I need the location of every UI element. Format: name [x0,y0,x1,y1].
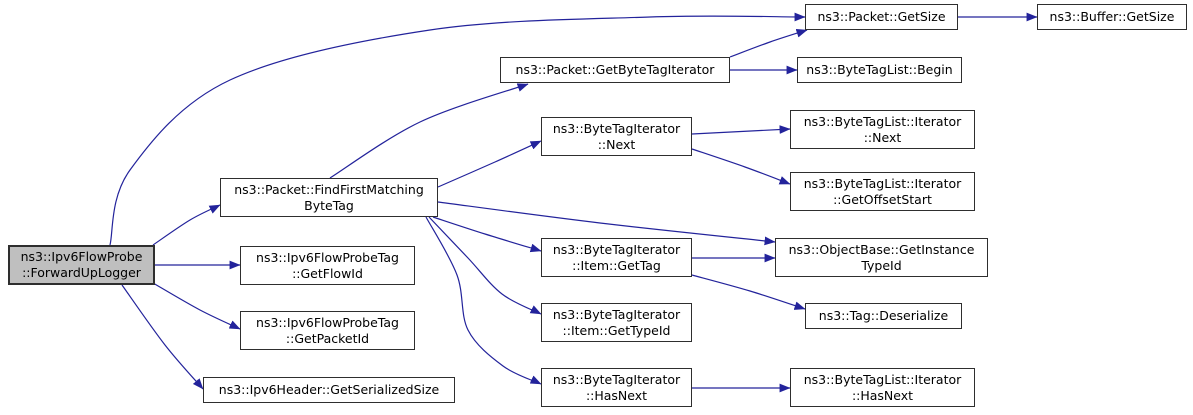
graph-node-label: ns3::Ipv6Header::GetSerializedSize [218,382,440,398]
edge-packet-getbytetagiterator-to-packet-getsize [729,29,808,58]
graph-node-label: ns3::ByteTagList::Iterator [803,175,962,191]
edge-bytetagiterator-next-to-bytetaglist-iterator-getoffsetstart [691,148,791,185]
graph-node-bytetagiterator-item-gettypeid[interactable]: ns3::ByteTagIterator::Item::GetTypeId [541,303,692,342]
graph-node-bytetagiterator-item-gettag[interactable]: ns3::ByteTagIterator::Item::GetTag [541,238,692,277]
graph-node-bytetagiterator-next[interactable]: ns3::ByteTagIterator::Next [541,117,692,156]
graph-node-label: ns3::ByteTagIterator [552,120,681,136]
graph-node-label: ns3::ByteTagList::Begin [806,62,953,78]
graph-node-bytetaglist-iterator-getoffsetstart[interactable]: ns3::ByteTagList::Iterator::GetOffsetSta… [790,172,975,211]
graph-node-tag-deserialize[interactable]: ns3::Tag::Deserialize [805,303,962,329]
graph-node-label: ns3::ByteTagIterator [552,371,681,387]
edge-bytetagiterator-item-gettag-to-tag-deserialize [691,274,806,310]
edge-packet-findfirstmatchingbytetag-to-bytetagiterator-item-gettag [432,216,542,253]
edge-ipv6flowprobe-forwarduplogger-to-ipv6flowprobetag-getpacketid [152,282,241,330]
graph-node-label: ns3::Packet::GetByteTagIterator [515,62,715,78]
graph-node-label: ns3::Ipv6FlowProbeTag [256,249,399,265]
graph-node-label: ns3::Ipv6FlowProbeTag [256,314,399,330]
graph-node-packet-getbytetagiterator[interactable]: ns3::Packet::GetByteTagIterator [500,57,730,83]
graph-node-ipv6header-getserializedsize[interactable]: ns3::Ipv6Header::GetSerializedSize [203,377,455,403]
graph-node-label: ns3::ByteTagList::Iterator [803,371,962,387]
edge-packet-findfirstmatchingbytetag-to-bytetagiterator-item-gettypeid [428,216,542,315]
graph-node-bytetagiterator-hasnext[interactable]: ns3::ByteTagIterator::HasNext [541,368,692,407]
edge-packet-findfirstmatchingbytetag-to-bytetagiterator-next [437,140,542,188]
graph-node-packet-getsize[interactable]: ns3::Packet::GetSize [805,4,958,30]
graph-node-bytetaglist-begin[interactable]: ns3::ByteTagList::Begin [797,57,962,83]
graph-node-label: ::GetPacketId [285,330,370,346]
graph-node-bytetaglist-iterator-hasnext[interactable]: ns3::ByteTagList::Iterator::HasNext [790,368,975,407]
graph-node-buffer-getsize[interactable]: ns3::Buffer::GetSize [1037,4,1187,30]
graph-node-label: TypeId [861,257,902,273]
edge-ipv6flowprobe-forwarduplogger-to-packet-findfirstmatchingbytetag [152,204,221,246]
graph-node-label: ns3::ByteTagIterator [552,241,681,257]
edge-packet-findfirstmatchingbytetag-to-packet-getbytetagiterator [329,83,529,179]
graph-node-label: ns3::ObjectBase::GetInstance [788,241,975,257]
edge-ipv6flowprobe-forwarduplogger-to-ipv6header-getserializedsize [121,284,204,390]
graph-node-label: ns3::Packet::GetSize [817,9,946,25]
graph-node-label: ns3::Packet::FindFirstMatching [234,181,424,197]
graph-node-ipv6flowprobetag-getflowid[interactable]: ns3::Ipv6FlowProbeTag::GetFlowId [240,246,415,285]
edge-ipv6flowprobe-forwarduplogger-to-packet-getsize [109,12,806,246]
edge-packet-findfirstmatchingbytetag-to-bytetagiterator-hasnext [425,216,542,385]
graph-node-label: ns3::ByteTagIterator [552,306,681,322]
graph-node-label: ::Next [863,129,902,145]
graph-node-label: ::Item::GetTag [572,257,661,273]
edge-bytetagiterator-next-to-bytetaglist-iterator-next [691,125,791,135]
graph-node-label: ns3::Ipv6FlowProbe [20,249,143,265]
graph-node-label: ::Item::GetTypeId [562,322,671,338]
edge-packet-findfirstmatchingbytetag-to-objectbase-getinstancetypeid [437,201,776,246]
graph-node-label: ::HasNext [851,387,914,403]
graph-node-label: ns3::Buffer::GetSize [1049,9,1175,25]
graph-node-ipv6flowprobetag-getpacketid[interactable]: ns3::Ipv6FlowProbeTag::GetPacketId [240,311,415,350]
graph-node-ipv6flowprobe-forwarduplogger[interactable]: ns3::Ipv6FlowProbe::ForwardUpLogger [8,245,155,285]
graph-node-label: ::ForwardUpLogger [22,265,141,280]
graph-node-label: ::Next [597,136,636,152]
graph-node-label: ::GetOffsetStart [833,191,932,207]
graph-node-label: ns3::Tag::Deserialize [818,308,949,324]
graph-node-label: ns3::ByteTagList::Iterator [803,113,962,129]
graph-node-bytetaglist-iterator-next[interactable]: ns3::ByteTagList::Iterator::Next [790,110,975,149]
graph-node-label: ::HasNext [585,387,648,403]
graph-node-label: ByteTag [304,197,354,213]
graph-node-label: ::GetFlowId [292,265,363,281]
